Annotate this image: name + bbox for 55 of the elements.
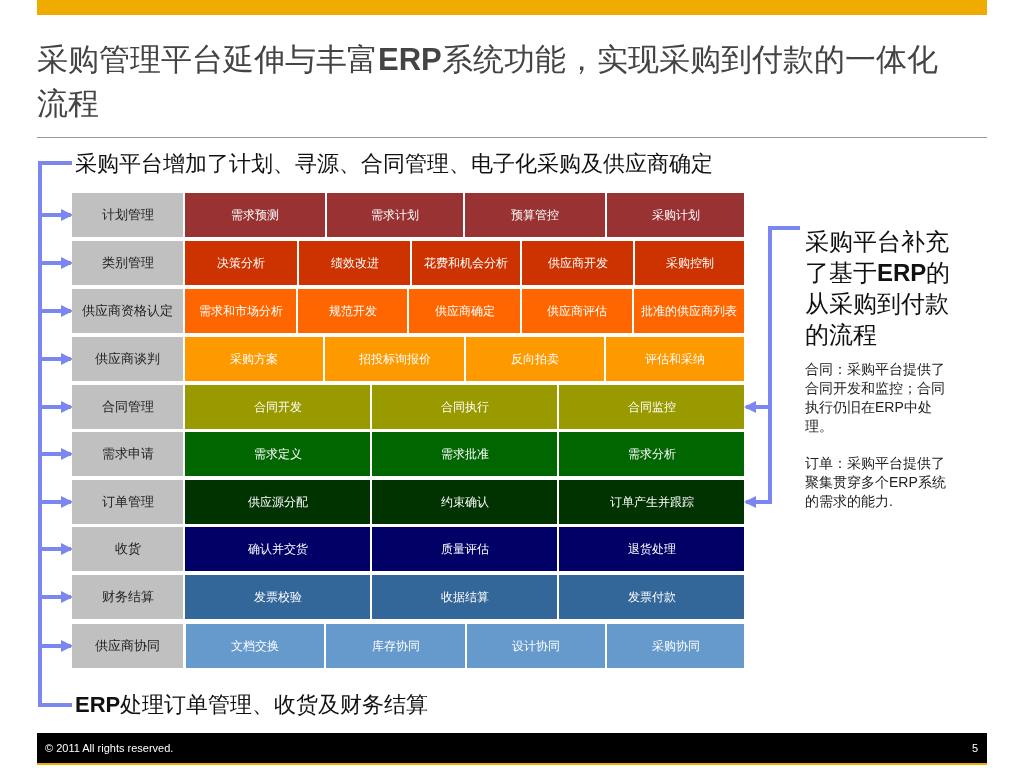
bracket-text: ERP处理订单管理、收货及财务结算 (75, 692, 429, 717)
process-cell: 决策分析 (185, 241, 297, 285)
process-cell: 花费和机会分析 (412, 241, 520, 285)
process-cell: 需求批准 (372, 432, 557, 476)
process-cell: 合同开发 (185, 385, 370, 429)
process-cell: 供应商确定 (409, 289, 520, 333)
title: 采购管理平台延伸与丰富ERP系统功能，实现采购到付款的一体化流程 (37, 41, 939, 123)
side-note: 订单：采购平台提供了聚集贯穿多个ERP系统的需求的能力. (805, 454, 947, 511)
process-cell: 质量评估 (372, 527, 557, 571)
process-cell: 确认并交货 (185, 527, 370, 571)
process-cell: 供应商开发 (522, 241, 633, 285)
process-cell: 需求预测 (185, 193, 325, 237)
process-cell: 采购控制 (635, 241, 744, 285)
process-cell: 招投标询报价 (325, 337, 464, 381)
row-header: 订单管理 (72, 480, 183, 524)
process-cell: 需求计划 (327, 193, 463, 237)
process-cell: 反向拍卖 (466, 337, 604, 381)
row-header: 供应商资格认定 (72, 289, 183, 333)
process-cell: 约束确认 (372, 480, 557, 524)
process-cell: 批准的供应商列表 (634, 289, 744, 333)
process-cell: 规范开发 (298, 289, 407, 333)
page-number: 5 (972, 742, 979, 754)
process-cell: 采购协同 (607, 624, 744, 668)
row-header: 财务结算 (72, 575, 183, 619)
process-cell: 文档交换 (186, 624, 324, 668)
process-cell: 绩效改进 (299, 241, 410, 285)
process-cell: 合同监控 (559, 385, 744, 429)
process-cell: 采购方案 (185, 337, 323, 381)
row-header: 供应商谈判 (72, 337, 183, 381)
process-cell: 库存协同 (326, 624, 465, 668)
row-header: 收货 (72, 527, 183, 571)
process-cell: 采购计划 (607, 193, 744, 237)
process-cell: 发票付款 (559, 575, 744, 619)
process-cell: 评估和采纳 (606, 337, 744, 381)
copyright-note: © 2011 All rights reserved. (45, 742, 174, 754)
row-header: 类别管理 (72, 241, 183, 285)
process-cell: 预算管控 (465, 193, 605, 237)
process-cell: 需求分析 (559, 432, 744, 476)
process-cell: 供应商评估 (522, 289, 632, 333)
row-header: 计划管理 (72, 193, 183, 237)
process-cell: 供应源分配 (185, 480, 370, 524)
bracket-text: 采购平台增加了计划、寻源、合同管理、电子化采购及供应商确定 (75, 151, 713, 176)
row-header: 合同管理 (72, 385, 183, 429)
side-note: 合同：采购平台提供了合同开发和监控；合同执行仍旧在ERP中处理。 (805, 360, 946, 436)
process-cell: 需求和市场分析 (185, 289, 296, 333)
process-cell: 发票校验 (185, 575, 370, 619)
row-header: 需求申请 (72, 432, 183, 476)
row-header: 供应商协同 (72, 624, 183, 668)
process-cell: 收据结算 (372, 575, 557, 619)
process-cell: 需求定义 (185, 432, 370, 476)
process-cell: 退货处理 (559, 527, 744, 571)
process-cell: 订单产生并跟踪 (559, 480, 744, 524)
process-cell: 合同执行 (372, 385, 557, 429)
process-cell: 设计协同 (467, 624, 605, 668)
side-heading: 采购平台补充了基于ERP的从采购到付款的流程 (805, 227, 952, 350)
